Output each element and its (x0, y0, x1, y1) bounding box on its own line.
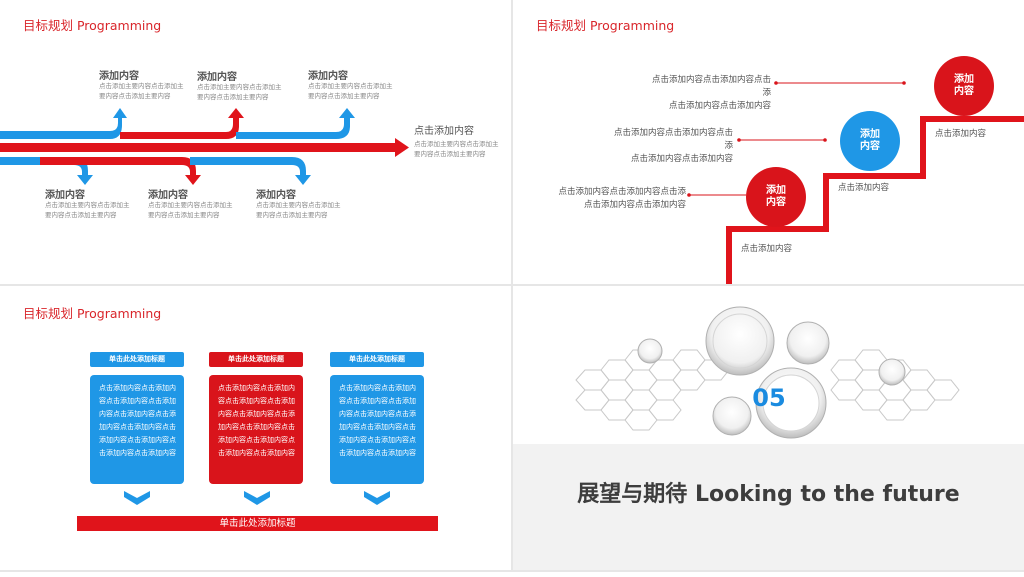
bottom-item-2-text: 点击添加主要内容点击添加主要内容点击添加主要内容 (148, 201, 233, 219)
step-3-note: 点击添加内容点击添加内容点击 添 点击添加内容点击添加内容 (651, 75, 771, 111)
section-number: 05 (752, 384, 786, 412)
hexagon (600, 399, 634, 421)
bottom-item-1-heading: 添加内容 (45, 190, 85, 201)
column-3-header[interactable]: 单击此处添加标题 (330, 352, 424, 367)
hexagon (878, 399, 912, 421)
stair-line (726, 116, 1024, 284)
step-3-circle[interactable]: 添加 内容 (934, 56, 994, 116)
hexagon (830, 359, 864, 381)
column-3-body: 点击添加内容点击添加内容点击添加内容点击添加内容点击添加内容点击添加内容点击添加… (330, 375, 424, 484)
hexagon (926, 379, 960, 401)
column-1-body: 点击添加内容点击添加内容点击添加内容点击添加内容点击添加内容点击添加内容点击添加… (90, 375, 184, 484)
hexagon (672, 349, 706, 371)
hexagon (600, 359, 634, 381)
chevron-down-icon (364, 491, 390, 505)
hexagon-bubble-graphic (575, 306, 960, 439)
right-item-heading: 点击添加内容 (414, 126, 474, 137)
top-item-3-heading: 添加内容 (308, 71, 348, 82)
chevron-down-icon (244, 491, 270, 505)
section-heading: 展望与期待 Looking to the future (577, 482, 960, 507)
slide-programming-columns[interactable]: 目标规划 Programming 单击此处添加标题 点击添加内容点击添加内容点击… (0, 286, 511, 570)
connector-dot (902, 81, 906, 85)
bubble-medium (712, 396, 752, 436)
blue-down-arrow-3 (190, 157, 311, 185)
step-1-label: 点击添加内容 (741, 244, 793, 254)
chevron-down-icon (124, 491, 150, 505)
footer-title-bar[interactable]: 单击此处添加标题 (77, 516, 438, 531)
bottom-strip (0, 572, 1024, 577)
hexagon (830, 379, 864, 401)
hexagon (672, 369, 706, 391)
connector-dot (687, 193, 691, 197)
blue-up-arrow-1 (0, 108, 127, 139)
red-up-arrow-2 (120, 108, 244, 139)
right-item-text: 点击添加主要内容点击添加主要内容点击添加主要内容 (414, 140, 499, 158)
arrow-graphic (0, 108, 409, 185)
stair-graphic (687, 81, 1024, 284)
connector-dot (737, 138, 741, 142)
slide-title: 目标规划 Programming (536, 18, 675, 33)
connector-dot (774, 81, 778, 85)
hexagon (624, 369, 658, 391)
red-down-arrow-2 (40, 157, 201, 185)
main-red-arrow (0, 143, 395, 152)
step-2-label: 点击添加内容 (838, 183, 890, 193)
bubble-ring (712, 313, 768, 369)
column-2-body: 点击添加内容点击添加内容点击添加内容点击添加内容点击添加内容点击添加内容点击添加… (209, 375, 303, 484)
bubble-number-inner (762, 374, 820, 432)
main-red-arrowhead (395, 138, 409, 157)
title-band (513, 444, 1024, 570)
hexagon (854, 389, 888, 411)
bottom-item-3-text: 点击添加主要内容点击添加主要内容点击添加主要内容 (256, 201, 341, 219)
hexagon (600, 379, 634, 401)
bottom-item-1-text: 点击添加主要内容点击添加主要内容点击添加主要内容 (45, 201, 130, 219)
top-item-1-text: 点击添加主要内容点击添加主要内容点击添加主要内容 (99, 82, 184, 100)
step-1-note: 点击添加内容点击添加内容点击添 点击添加内容点击添加内容 (558, 187, 686, 210)
hexagon (624, 389, 658, 411)
column-1-header[interactable]: 单击此处添加标题 (90, 352, 184, 367)
slide-programming-arrows[interactable]: 目标规划 Programming 添加内容 点击添加主要内容点击添加主要内容点击… (0, 0, 511, 284)
bubble-large (705, 306, 775, 376)
step-2-circle[interactable]: 添加 内容 (840, 111, 900, 171)
bottom-item-3-heading: 添加内容 (256, 190, 296, 201)
top-item-1-heading: 添加内容 (99, 71, 139, 82)
connector-dot (823, 138, 827, 142)
slide-title: 目标规划 Programming (23, 306, 162, 321)
step-3-label: 点击添加内容 (935, 129, 987, 139)
hexagon (648, 359, 682, 381)
hexagon (575, 369, 610, 391)
top-item-3-text: 点击添加主要内容点击添加主要内容点击添加主要内容 (308, 82, 393, 100)
hexagon (648, 399, 682, 421)
hexagon (902, 389, 936, 411)
bubble-small (878, 358, 906, 386)
bubble-medium (786, 321, 830, 365)
top-item-2-text: 点击添加主要内容点击添加主要内容点击添加主要内容 (197, 83, 282, 101)
bubble-small (637, 338, 663, 364)
slide-programming-steps[interactable]: 目标规划 Programming 添加 内容 添加 内容 添加 内容 点击添加内… (513, 0, 1024, 284)
step-2-note: 点击添加内容点击添加内容点击 添 点击添加内容点击添加内容 (613, 128, 733, 164)
hexagon (648, 379, 682, 401)
column-2-header[interactable]: 单击此处添加标题 (209, 352, 303, 367)
hexagon (575, 389, 610, 411)
top-item-2-heading: 添加内容 (197, 72, 237, 83)
hexagon (902, 369, 936, 391)
blue-up-arrow-3 (236, 108, 355, 139)
slide-section-cover[interactable]: 05 展望与期待 Looking to the future (513, 286, 1024, 570)
step-1-circle[interactable]: 添加 内容 (746, 167, 806, 227)
bottom-item-2-heading: 添加内容 (148, 190, 188, 201)
slide-title: 目标规划 Programming (23, 18, 162, 33)
hexagon (624, 409, 658, 431)
